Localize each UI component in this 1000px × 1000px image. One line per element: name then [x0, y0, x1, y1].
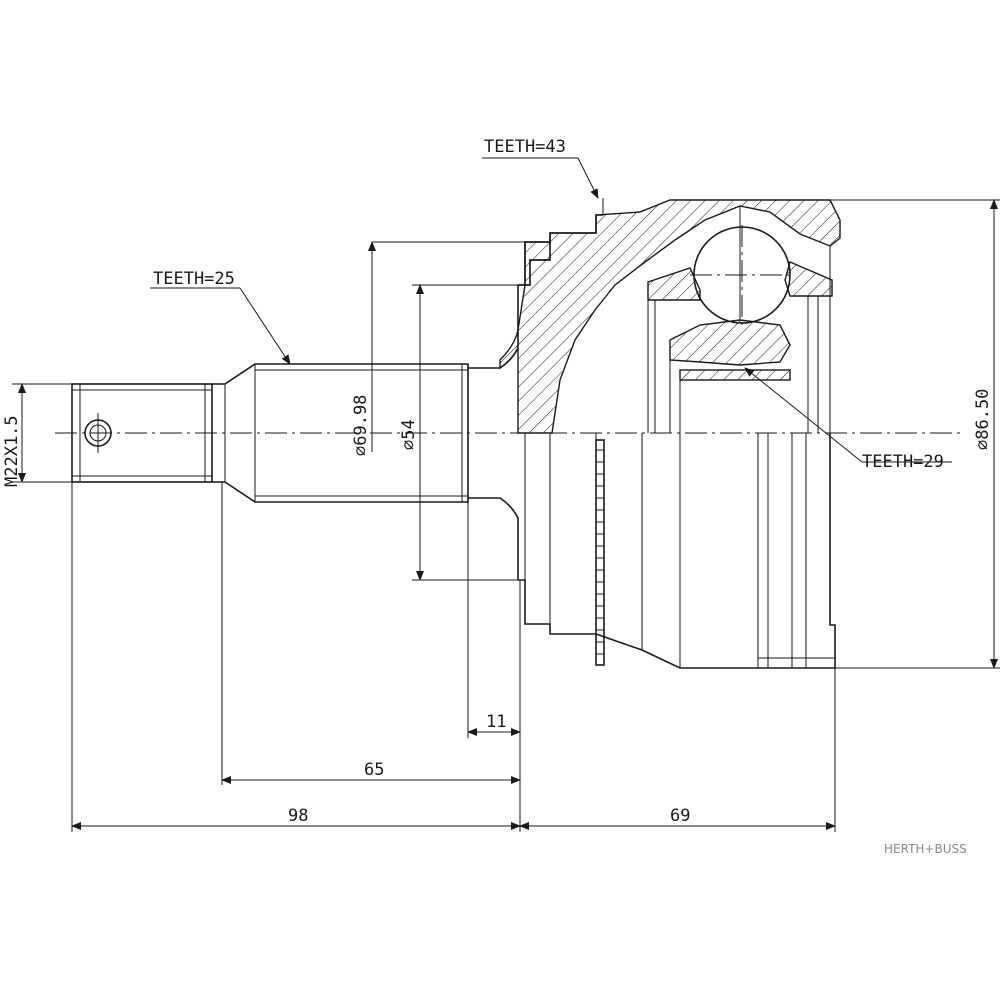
brand-watermark: HERTH+BUSS — [884, 842, 967, 856]
label-dim-11: 11 — [486, 712, 506, 732]
spline-shaft — [212, 363, 469, 503]
leader-teeth-inner — [744, 367, 952, 463]
leader-teeth-shaft — [150, 287, 291, 365]
dim-bell-diameter — [830, 199, 1000, 669]
threaded-stub — [71, 383, 213, 483]
dim-thread — [12, 383, 72, 483]
label-teeth-shaft: TEETH=25 — [153, 269, 235, 289]
extension-lines — [71, 482, 836, 832]
label-dia-shaft: ⌀54 — [399, 419, 419, 450]
label-dia-seat: ⌀69.98 — [351, 395, 371, 456]
housing-section — [499, 199, 841, 434]
label-thread: M22X1.5 — [2, 415, 22, 487]
dim-seat-diameter — [368, 241, 525, 452]
leader-teeth-outer — [482, 157, 599, 199]
label-dim-65: 65 — [364, 760, 384, 780]
abs-tone-ring — [595, 439, 605, 666]
label-dia-bell: ⌀86.50 — [973, 389, 993, 450]
label-dim-69: 69 — [670, 806, 690, 826]
section-details — [596, 198, 831, 433]
label-dim-98: 98 — [288, 806, 308, 826]
ball — [690, 225, 795, 330]
label-teeth-outer: TEETH=43 — [484, 137, 566, 157]
label-teeth-inner: TEETH=29 — [862, 452, 944, 472]
